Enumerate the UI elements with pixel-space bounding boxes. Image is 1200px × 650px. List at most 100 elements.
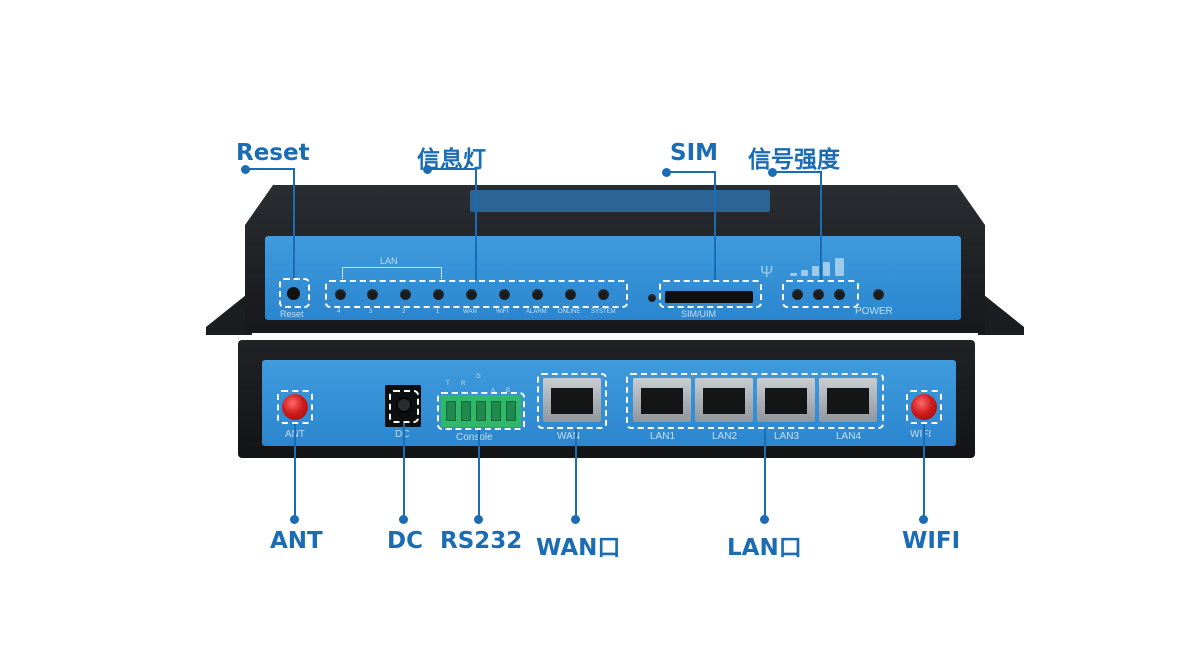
callout-ant-line: [294, 424, 296, 518]
dc-print: DC: [395, 429, 409, 440]
reset-button[interactable]: [287, 287, 300, 300]
callout-wifi-label: WIFI: [902, 528, 961, 554]
signal-bar-1: [790, 273, 797, 276]
callout-indicator-line-v: [475, 168, 477, 280]
callout-ant-dot: [290, 515, 299, 524]
lan3-print: LAN3: [774, 431, 800, 442]
sim-highlight-box: [659, 280, 762, 308]
reset-print: Reset: [280, 309, 304, 319]
led-label-lan4: 4: [337, 309, 341, 315]
callout-dc-dot: [399, 515, 408, 524]
lan-highlight-box: [626, 373, 884, 429]
callout-dc-label: DC: [387, 528, 423, 554]
sim-eject-hole[interactable]: [648, 294, 656, 302]
callout-signal-line-h: [772, 171, 822, 173]
terminal-pin-label-a: A: [491, 388, 496, 394]
wan-port-socket: [551, 388, 593, 414]
led-lan2: [400, 289, 411, 300]
callout-signal-line-v: [820, 171, 822, 280]
led-label-lan2: 2: [402, 309, 406, 315]
lan-group-bracket-right: [441, 267, 442, 279]
callout-signal-label: 信号强度: [748, 147, 840, 173]
signal-bar-5: [835, 258, 844, 276]
led-label-wifi: WiFi: [496, 309, 508, 315]
signal-highlight-box: [782, 280, 859, 308]
led-signal-3: [834, 289, 845, 300]
lan2-socket: [703, 388, 745, 414]
sim-print: SIM/UIM: [681, 309, 716, 319]
terminal-pin: [506, 401, 516, 421]
reset-highlight-box: [279, 278, 310, 308]
callout-wifi-dot: [919, 515, 928, 524]
callout-sim-line-v: [714, 171, 716, 280]
power-print: POWER: [855, 306, 893, 317]
led-label-system: SYSTEM: [591, 309, 616, 315]
led-label-lan3: 3: [369, 309, 373, 315]
led-lan1: [433, 289, 444, 300]
sim-card-slot[interactable]: [665, 291, 753, 303]
signal-bar-2: [801, 270, 808, 276]
led-lan4: [335, 289, 346, 300]
console-print: Console: [456, 432, 493, 443]
led-label-online: ONLINE: [558, 309, 581, 315]
callout-ant-label: ANT: [270, 528, 323, 554]
led-online: [565, 289, 576, 300]
terminal-pin: [446, 401, 456, 421]
lan-group-print: LAN: [380, 256, 398, 266]
callout-rs232-label: RS232: [440, 528, 523, 554]
antenna-icon: Ψ: [760, 264, 774, 281]
terminal-pin-label-g: G: [476, 374, 481, 380]
callout-sim-label: SIM: [670, 140, 719, 166]
signal-bar-3: [812, 266, 819, 276]
led-label-wan: WAN: [463, 309, 477, 315]
callout-reset-label: Reset: [236, 140, 310, 166]
callout-wan-label: WAN口: [536, 535, 621, 561]
ant-highlight-box: [277, 390, 313, 424]
wifi-antenna-connector: [911, 394, 937, 420]
callout-rs232-dot: [474, 515, 483, 524]
led-label-lan1: 1: [436, 309, 440, 315]
dc-jack-hole: [396, 397, 412, 413]
terminal-pin-label-r: R: [461, 381, 466, 387]
terminal-pin: [476, 401, 486, 421]
wifi-highlight-box: [906, 390, 942, 424]
led-system: [598, 289, 609, 300]
lan3-socket: [765, 388, 807, 414]
dc-highlight-box: [389, 390, 419, 423]
callout-indicator-line-h: [427, 168, 477, 170]
callout-reset-line-h: [245, 168, 295, 170]
callout-wan-line: [575, 429, 577, 518]
callout-rs232-line: [478, 430, 480, 518]
lan1-socket: [641, 388, 683, 414]
callout-wan-dot: [571, 515, 580, 524]
lan4-print: LAN4: [836, 431, 862, 442]
callout-reset-line-v: [293, 168, 295, 278]
wan-print: WAN: [557, 431, 580, 442]
led-label-alarm: ALARM: [526, 309, 547, 315]
lan2-print: LAN2: [712, 431, 738, 442]
lan-group-bracket-left: [342, 267, 343, 279]
lan4-socket: [827, 388, 869, 414]
callout-lan-line: [764, 429, 766, 518]
callout-wifi-line: [923, 424, 925, 518]
ant-connector: [282, 394, 308, 420]
callout-lan-dot: [760, 515, 769, 524]
indicator-led-highlight-box: [325, 280, 628, 308]
signal-bar-4: [823, 262, 830, 276]
top-label-sticker: [470, 190, 770, 212]
terminal-pin-label-b: B: [506, 388, 511, 394]
lan1-print: LAN1: [650, 431, 676, 442]
callout-dc-line: [403, 423, 405, 518]
callout-lan-label: LAN口: [727, 535, 802, 561]
terminal-pin-label-t: T: [446, 381, 450, 387]
led-lan3: [367, 289, 378, 300]
lan-group-bracket: [342, 267, 442, 268]
led-wan: [466, 289, 477, 300]
rs232-highlight-box: [437, 392, 525, 430]
terminal-pin: [491, 401, 501, 421]
led-wifi: [499, 289, 510, 300]
terminal-pin: [461, 401, 471, 421]
led-signal-1: [792, 289, 803, 300]
led-alarm: [532, 289, 543, 300]
callout-sim-line-h: [666, 171, 716, 173]
